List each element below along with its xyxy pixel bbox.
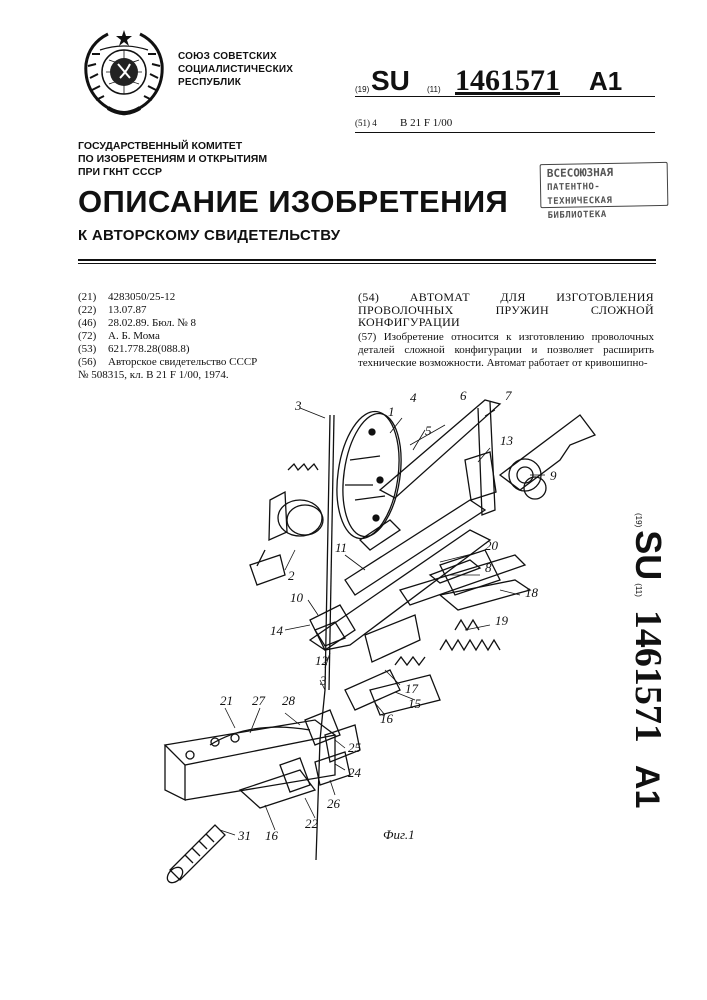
- technical-drawing: 3 1 4 5 6 7 13 9 2 11 20 8 18 19 10 14 1…: [140, 390, 600, 910]
- drawing-lines: [164, 400, 595, 886]
- abstract-text: (57) Изобретение относится к изготовлени…: [358, 331, 654, 370]
- label-11: 11: [335, 540, 347, 555]
- bibliographic-data: (21)4283050/25-12 (22)13.07.87 (46)28.02…: [78, 291, 348, 382]
- label-24: 24: [348, 765, 362, 780]
- label-15: 15: [408, 696, 422, 711]
- header-divider: [78, 259, 656, 261]
- label-16: 16: [380, 711, 394, 726]
- publication-number-row: (19) SU (11) 1461571 A1: [355, 62, 655, 97]
- patent-number: 1461571: [455, 64, 560, 98]
- label-31: 31: [237, 828, 251, 843]
- label-3-bottom: 3: [319, 673, 327, 688]
- figure-caption: Фиг.1: [383, 827, 415, 843]
- vertical-su-mark: SU: [628, 530, 669, 580]
- biblio-row: (56)Авторское свидетельство СССР: [78, 356, 348, 369]
- biblio-row: (46)28.02.89. Бюл. № 8: [78, 317, 348, 330]
- label-2: 2: [288, 568, 295, 583]
- label-28: 28: [282, 693, 296, 708]
- biblio-row: (72)А. Б. Мома: [78, 330, 348, 343]
- vertical-kind-code: A1: [628, 765, 666, 808]
- library-stamp: ВСЕСОЮЗНАЯ ПАТЕНТНО-ТЕХНИЧЕСКАЯ БИБЛИОТЕ…: [540, 162, 669, 208]
- biblio-row: (21)4283050/25-12: [78, 291, 348, 304]
- vertical-patent-number: 1461571: [627, 610, 669, 743]
- label-20: 19: [495, 613, 509, 628]
- label-26: 26: [327, 796, 341, 811]
- code-11: (11): [427, 85, 441, 94]
- su-mark: SU: [371, 65, 410, 97]
- label-4: 4: [410, 390, 417, 405]
- vertical-code-19: (19): [634, 513, 643, 527]
- header-divider-thin: [78, 263, 656, 264]
- country-name: СОЮЗ СОВЕТСКИХ СОЦИАЛИСТИЧЕСКИХ РЕСПУБЛИ…: [178, 50, 293, 89]
- label-6: 6: [460, 390, 467, 403]
- kind-code: A1: [589, 66, 622, 97]
- label-19: 18: [525, 585, 539, 600]
- label-1: 1: [388, 404, 395, 419]
- label-10: 10: [290, 590, 304, 605]
- label-25: 25: [348, 740, 362, 755]
- label-12: 12: [315, 653, 329, 668]
- document-title: ОПИСАНИЕ ИЗОБРЕТЕНИЯ: [78, 184, 508, 220]
- label-17: 16: [265, 828, 279, 843]
- label-9: 9: [550, 468, 557, 483]
- label-18: 17: [405, 681, 419, 696]
- label-5: 5: [425, 423, 432, 438]
- label-21: 20: [485, 538, 499, 553]
- invention-title: (54) АВТОМАТ ДЛЯ ИЗГОТОВЛЕНИЯ ПРОВОЛОЧНЫ…: [358, 291, 654, 329]
- ipc-code-label: (51) 4: [355, 118, 377, 128]
- label-27: 27: [252, 693, 266, 708]
- ipc-class: B 21 F 1/00: [400, 117, 452, 129]
- label-13: 13: [500, 433, 514, 448]
- biblio-row: № 508315, кл. В 21 F 1/00, 1974.: [78, 369, 348, 382]
- vertical-code-11: (11): [634, 583, 643, 597]
- label-22: 21: [220, 693, 233, 708]
- ussr-emblem: [78, 28, 170, 120]
- label-3-top: 3: [294, 398, 302, 413]
- vertical-publication-number: (19) SU (11) 1461571A1: [600, 510, 690, 840]
- label-23: 22: [305, 816, 319, 831]
- ipc-row: (51) 4 B 21 F 1/00: [355, 118, 655, 133]
- biblio-row: (22)13.07.87: [78, 304, 348, 317]
- code-19: (19): [355, 85, 369, 94]
- biblio-row: (53)621.778.28(088.8): [78, 343, 348, 356]
- document-subtitle: К АВТОРСКОМУ СВИДЕТЕЛЬСТВУ: [78, 227, 340, 244]
- label-14: 14: [270, 623, 284, 638]
- committee-name: ГОСУДАРСТВЕННЫЙ КОМИТЕТ ПО ИЗОБРЕТЕНИЯМ …: [78, 140, 267, 179]
- label-7: 7: [505, 390, 512, 403]
- label-8: 8: [485, 560, 492, 575]
